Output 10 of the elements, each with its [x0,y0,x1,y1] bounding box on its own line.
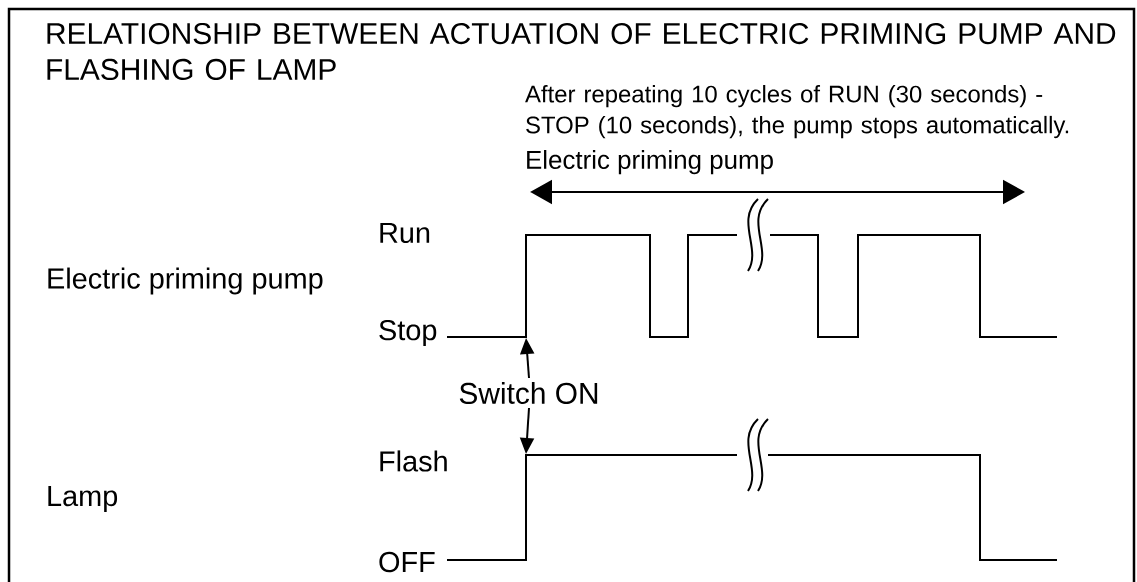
level-label: Stop [379,319,437,347]
note-text: After repeating 10 cycles of RUN (30 seconds) - STOP (10 seconds), the pump stops automatically. [525,85,1069,139]
level-label: OFF [379,551,435,573]
signal-label: Electric priming pump [48,267,323,295]
title: RELATIONSHIP BETWEEN ACTUATION OF ELECTRIC PRIMING PUMP AND FLASHING OF LAMP [47,23,1116,81]
lamp-waveform-drawing [446,418,1058,561]
level-label: Flash [380,450,447,472]
event-label: Switch ON [455,379,603,407]
pump-waveform-drawing [446,198,1058,338]
signal-label: Lamp [48,486,118,512]
